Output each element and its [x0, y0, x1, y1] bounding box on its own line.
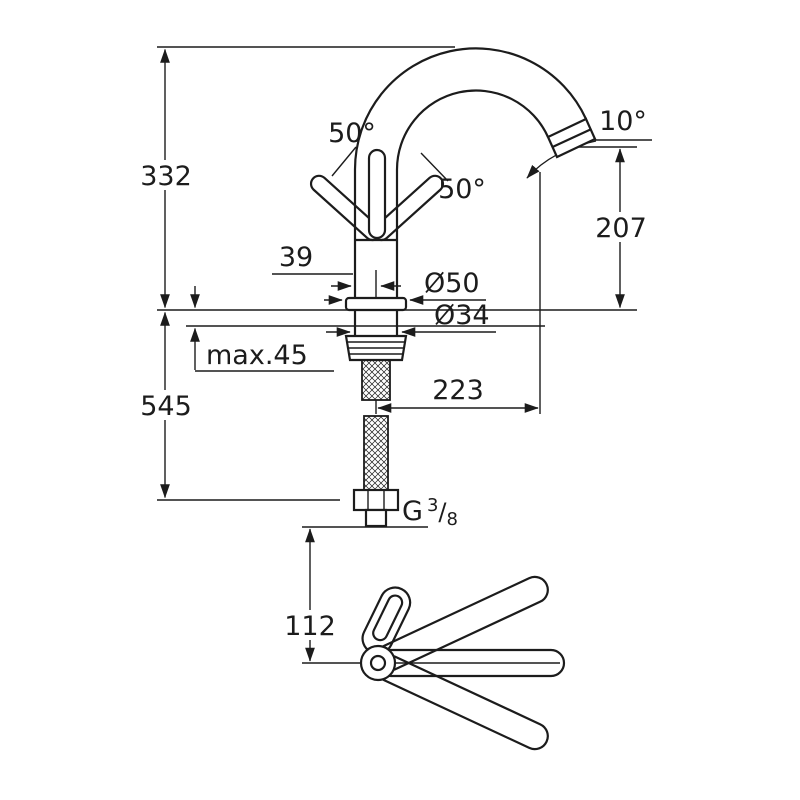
label-bg-207	[595, 212, 647, 242]
threaded-shank	[361, 359, 391, 401]
dim-label-112: 112	[284, 611, 336, 642]
top-view-body-circle-inner	[369, 654, 387, 672]
dim-label-332: 332	[140, 161, 192, 192]
through-counter-pipe	[353, 310, 399, 336]
top-view-handle-inner	[372, 594, 404, 642]
leader-50deg-left	[331, 146, 357, 177]
label-bg-545	[141, 390, 191, 420]
mounting-nut-ridges	[348, 341, 404, 355]
thread-letter: G	[402, 496, 423, 527]
dim-label-10deg: 10°	[599, 106, 647, 137]
spout-aerator-joint	[552, 128, 592, 148]
handle-lever-vertical-position	[367, 148, 387, 240]
dim-label-50deg-right: 50°	[438, 174, 486, 205]
thread-slash: /	[438, 498, 447, 526]
faucet-front-view	[309, 47, 597, 528]
faucet-body-sides	[353, 170, 399, 298]
leader-50deg-right	[420, 152, 449, 182]
dimension-lines	[157, 46, 652, 664]
label-bg-112	[286, 610, 334, 640]
thread-numerator: 3	[427, 495, 438, 516]
dim-label-dia34: Ø34	[434, 300, 490, 331]
dim-label-dia50: Ø50	[424, 268, 480, 299]
top-view-body-circle	[359, 644, 397, 682]
dim-label-545: 545	[140, 391, 192, 422]
hose-connector-facets	[367, 490, 385, 510]
dim-label-max45: max.45	[206, 340, 308, 371]
hose-connector-nut	[352, 488, 400, 512]
spout-arc-outer	[353, 47, 587, 171]
thread-denominator: 8	[446, 509, 457, 530]
faucet-top-view	[359, 575, 566, 751]
dimension-labels: 332 545 max.45 39 Ø50 Ø34 50° 50° 10° 20…	[140, 106, 647, 642]
dim-label-207: 207	[595, 213, 647, 244]
dim-label-223: 223	[432, 375, 484, 406]
dim-label-39: 39	[279, 242, 313, 273]
spout-arc-inner	[395, 89, 550, 171]
dim-label-50deg-left: 50°	[328, 118, 376, 149]
hose-connector-nipple	[364, 508, 388, 528]
label-bg-332	[141, 160, 191, 190]
flexible-hose	[363, 415, 389, 491]
base-flange	[344, 296, 408, 312]
